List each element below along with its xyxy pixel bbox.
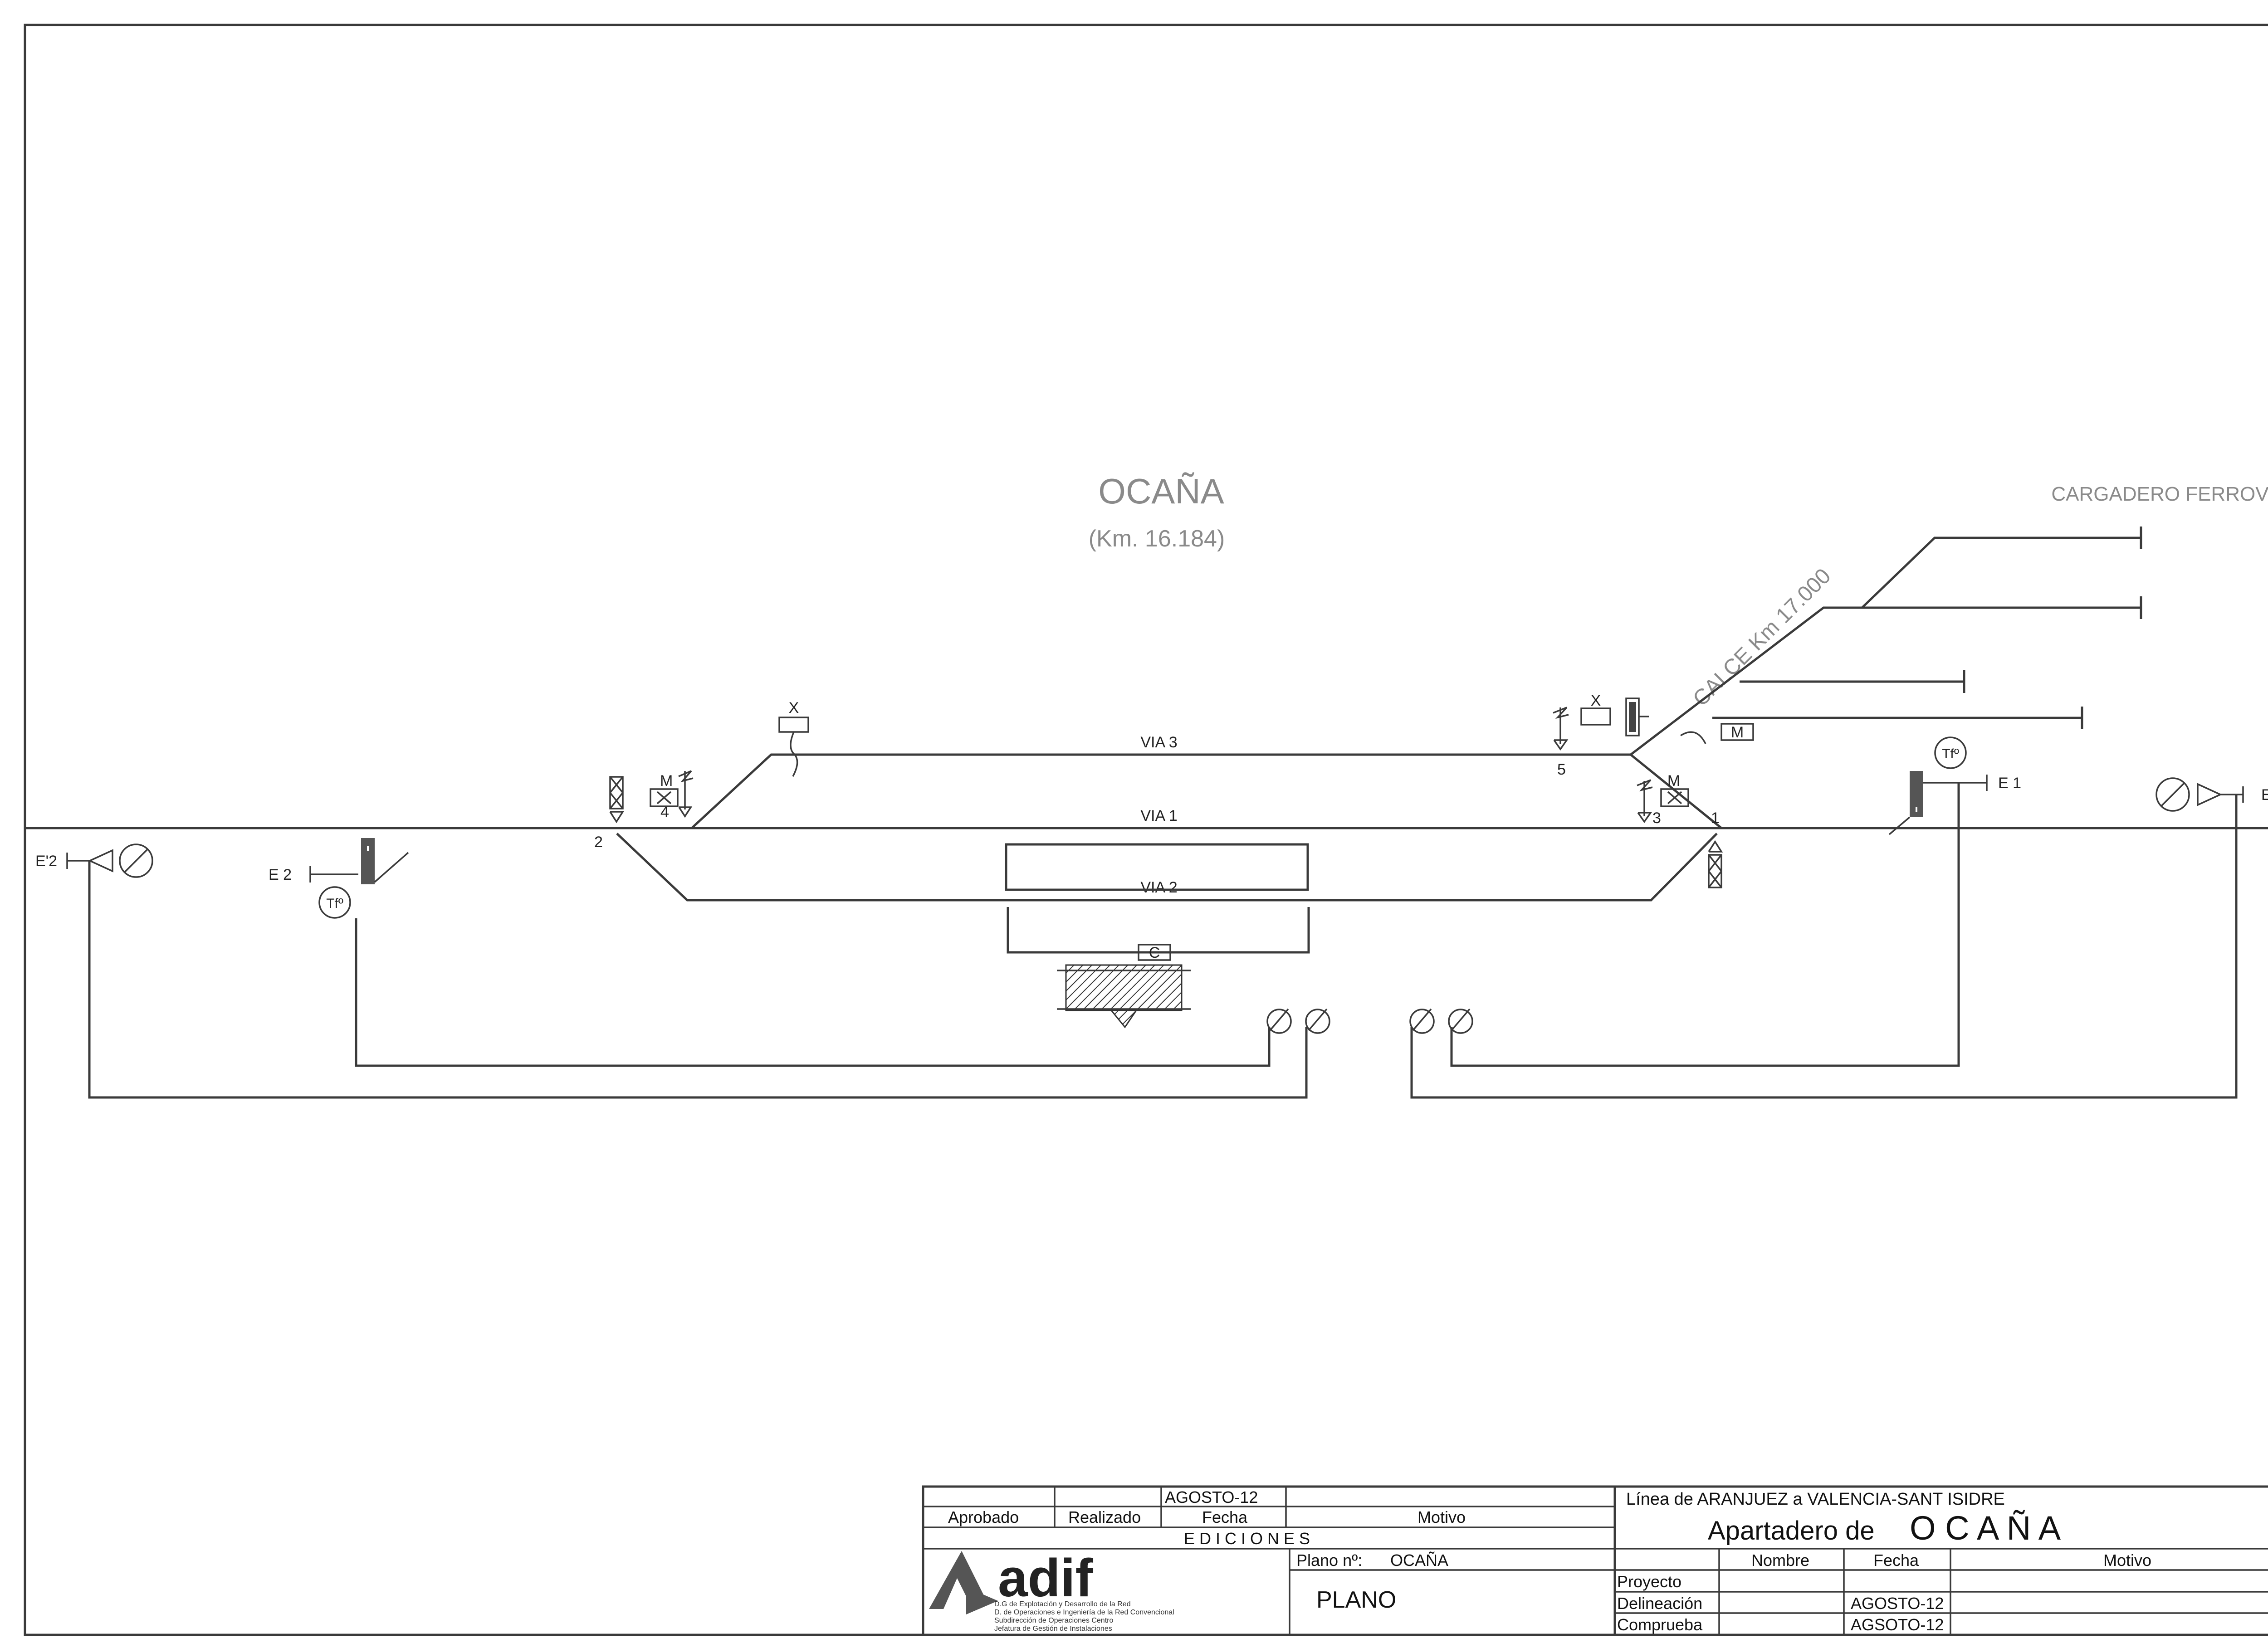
- cable-e1: [1450, 783, 1960, 1067]
- via-1-label: VIA 1: [1140, 807, 1177, 824]
- junction-box-4-icon: [1448, 1008, 1473, 1034]
- col-motivo: Motivo: [2103, 1551, 2151, 1570]
- ediciones-date: AGOSTO-12: [1165, 1488, 1258, 1507]
- signal-e2-icon: E 2: [269, 838, 409, 884]
- switch-4-motor-icon: M: [650, 772, 679, 807]
- cable-e1p: [1410, 795, 2238, 1099]
- switch-1-label: 1: [1711, 809, 1720, 827]
- cable-e2p: [88, 861, 1308, 1099]
- station-name: OCAÑA: [1098, 471, 1224, 511]
- title-block: [922, 1485, 2268, 1636]
- cable-e2: [355, 918, 1271, 1067]
- plano-number-value: OCAÑA: [1390, 1551, 1448, 1570]
- switch-5-detector-icon: [1625, 697, 1649, 736]
- row-delineacion: Delineación: [1617, 1594, 1702, 1613]
- svg-text:X: X: [1591, 692, 1601, 709]
- switch-4-label: 4: [660, 804, 669, 821]
- svg-text:Tfº: Tfº: [1942, 746, 1959, 761]
- switch-2-label: 2: [594, 834, 603, 851]
- transformer-tf-right-icon: Tfº: [1934, 736, 1967, 769]
- adif-logo: adif: [929, 1548, 1093, 1614]
- switch-3-label: 3: [1652, 809, 1661, 827]
- building-outline: [1007, 907, 1310, 954]
- svg-text:E 2: E 2: [269, 866, 292, 883]
- adif-line-4: Jefatura de Gestión de Instalaciones: [994, 1625, 1112, 1633]
- svg-text:adif: adif: [998, 1548, 1093, 1608]
- hatched-building: [1057, 964, 1191, 1029]
- plano-title: PLANO: [1316, 1587, 1396, 1613]
- svg-text:C: C: [1149, 944, 1160, 961]
- row-comprueba-fecha: AGSOTO-12: [1851, 1615, 1944, 1634]
- via-3-label: VIA 3: [1140, 734, 1177, 751]
- junction-box-2-icon: [1305, 1008, 1330, 1034]
- via-2-label: VIA 2: [1140, 879, 1177, 896]
- cabin-c-icon: C: [1138, 944, 1171, 961]
- row-delineacion-fecha: AGOSTO-12: [1851, 1594, 1944, 1613]
- transformer-tf-left-icon: Tfº: [318, 886, 351, 919]
- svg-text:X: X: [789, 699, 799, 717]
- switch-2-detector-icon: [609, 776, 625, 824]
- sheet-border: [24, 24, 2268, 1636]
- ediciones-title: E D I C I O N E S: [1184, 1529, 1310, 1548]
- siding-label: CARGADERO FERROVIAL: [2051, 483, 2268, 505]
- signal-e1p-icon: E'1: [2156, 777, 2268, 812]
- siding-1: [1630, 606, 2141, 756]
- ediciones-fecha: Fecha: [1202, 1508, 1248, 1526]
- via-2-track: [616, 833, 1718, 902]
- switch-4-signal-icon: [678, 770, 694, 818]
- row-proyecto: Proyecto: [1617, 1572, 1681, 1591]
- via-3-track: [691, 753, 1722, 829]
- junction-box-3-icon: [1409, 1008, 1435, 1034]
- switch-5-label: 5: [1557, 761, 1566, 778]
- apartadero-name: O C A Ñ A: [1910, 1509, 2061, 1547]
- svg-text:E'2: E'2: [35, 853, 57, 870]
- svg-text:E 1: E 1: [1998, 775, 2021, 792]
- calce-label: CALCE Km 17.000: [1688, 564, 1835, 711]
- via-3-x-marker-icon: X: [778, 699, 809, 777]
- switch-5-x-marker-icon: X: [1580, 692, 1611, 726]
- linea-title: Línea de ARANJUEZ a VALENCIA-SANT ISIDRE: [1626, 1490, 2005, 1509]
- ediciones-realizado: Realizado: [1068, 1508, 1141, 1526]
- svg-text:M: M: [1731, 724, 1744, 741]
- station-km: (Km. 16.184): [1089, 526, 1225, 552]
- adif-line-2: D. de Operaciones e Ingeniería de la Red…: [994, 1609, 1174, 1616]
- siding-2: [1861, 536, 2141, 609]
- col-fecha: Fecha: [1873, 1551, 1919, 1570]
- ediciones-aprobado: Aprobado: [948, 1508, 1019, 1526]
- platform: [1005, 843, 1309, 891]
- plano-number-label: Plano nº:: [1296, 1551, 1362, 1570]
- switch-3-signal-icon: [1637, 779, 1653, 824]
- junction-box-1-icon: [1266, 1008, 1292, 1034]
- switch-1-detector-icon: [1708, 840, 1723, 888]
- svg-text:Tfº: Tfº: [326, 896, 343, 911]
- ediciones-motivo: Motivo: [1418, 1508, 1466, 1526]
- svg-text:M: M: [660, 772, 673, 790]
- svg-text:E'1: E'1: [2261, 786, 2268, 804]
- adif-line-1: D.G de Explotación y Desarrollo de la Re…: [994, 1600, 1131, 1608]
- col-nombre: Nombre: [1751, 1551, 1809, 1570]
- row-comprueba: Comprueba: [1617, 1615, 1703, 1634]
- switch-3-motor-icon: M: [1660, 772, 1689, 807]
- apartadero-label: Apartadero de: [1708, 1516, 1875, 1546]
- svg-text:M: M: [1667, 772, 1680, 790]
- adif-line-3: Subdirección de Operaciones Centro: [994, 1617, 1113, 1624]
- calce-m-box-icon: M: [1680, 723, 1754, 744]
- switch-5-signal-icon: [1553, 707, 1569, 751]
- signal-e1-icon: E 1: [1888, 771, 2021, 835]
- signal-e2p-icon: E'2: [35, 844, 153, 878]
